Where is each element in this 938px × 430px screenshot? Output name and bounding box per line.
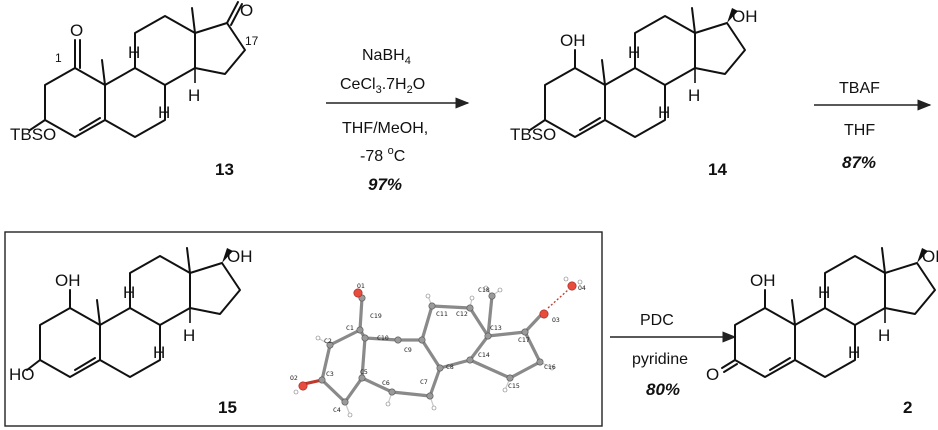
crystal-bonds [303,287,569,416]
atom-c5: C5 [360,368,368,376]
atom-o3: O3 [552,316,560,324]
c14-h9: H [658,103,670,122]
c13-o1: O [70,21,83,40]
c15-ho: HO [9,365,35,384]
c14-oh17: OH [732,7,758,26]
atom-c16: C16 [544,363,556,371]
c13-h8: H [128,43,140,62]
atom-c18: C18 [478,286,490,294]
atom-c7: C7 [420,378,428,386]
step3: PDC pyridine 80% [610,312,737,399]
step1-yield: 97% [368,175,402,194]
c13-h14: H [188,86,200,105]
c14-oh1: OH [560,31,586,50]
atom-c6: C6 [382,379,390,387]
atom-c15: C15 [508,382,520,390]
atom-o4: O4 [578,284,586,292]
step3-reagent: PDC [640,312,674,329]
c2-h14: H [878,326,890,345]
step1: NaBH4 CeCl3.7H2O THF/MeOH, -78 oC 97% [326,47,470,194]
c13-pos1: 1 [55,51,62,65]
c2-o3: O [706,365,719,384]
atom-c1: C1 [346,324,354,332]
step1-reagent1: NaBH4 [362,47,411,67]
atom-c2: C2 [324,337,332,345]
c15-h9: H [153,343,165,362]
step2-solvent: THF [844,122,875,139]
step1-solvent: THF/MeOH, [342,120,428,137]
atom-o1: O1 [357,282,365,290]
atom-c9: C9 [404,346,412,354]
atom-c3: C3 [326,370,334,378]
crystal-structure: O1 C19 C1 C2 C10 C11 C12 C18 C13 C17 O3 … [290,276,586,418]
crystal-hydrogens [293,276,583,418]
step2-reagent: TBAF [839,80,880,97]
c13-o17: O [240,1,253,20]
step2-yield: 87% [842,153,876,172]
atom-c4: C4 [333,406,341,414]
compound-15: OH OH HO H H H [9,247,253,384]
crystal-labels: O1 C19 C1 C2 C10 C11 C12 C18 C13 C17 O3 … [290,282,586,414]
step3-yield: 80% [646,380,680,399]
c2-h9: H [848,343,860,362]
c2-h8: H [818,283,830,302]
compound-13-label: 13 [215,160,234,179]
c13-h9: H [158,103,170,122]
c13-tbso: TBSO [10,125,56,144]
c14-h14: H [688,86,700,105]
atom-c12: C12 [456,310,468,318]
atom-c19: C19 [370,312,382,320]
step1-temp: -78 oC [360,145,405,165]
compound-14: OH OH TBSO H H H [510,7,758,144]
c13-pos17: 17 [245,34,259,48]
atom-c17: C17 [518,336,530,344]
c15-oh17: OH [227,247,253,266]
c2-oh17: OH [922,247,938,266]
atom-c14: C14 [478,351,490,359]
compound-15-label: 15 [218,398,237,417]
atom-o2: O2 [290,374,298,382]
c15-h14: H [183,326,195,345]
step2: TBAF THF 87% [814,80,932,172]
atom-c11: C11 [436,310,448,318]
c14-tbso: TBSO [510,125,556,144]
compound-13: O 1 O 17 TBSO H H H [10,1,259,144]
atom-c13: C13 [490,324,502,332]
compound-15-box [4,231,603,427]
c14-h8: H [628,43,640,62]
c15-oh1: OH [55,271,81,290]
atom-c8: C8 [446,363,454,371]
crystal-oxygens [298,281,577,391]
c2-oh1: OH [750,271,776,290]
compound-2: OH OH O H H H [706,247,938,384]
step1-reagent2: CeCl3.7H2O [340,76,425,96]
compound-2-label: 2 [903,398,912,417]
step3-solvent: pyridine [632,351,688,368]
compound-14-label: 14 [708,160,727,179]
atom-c10: C10 [377,334,389,342]
crystal-atoms [318,292,544,406]
c15-h8: H [123,283,135,302]
